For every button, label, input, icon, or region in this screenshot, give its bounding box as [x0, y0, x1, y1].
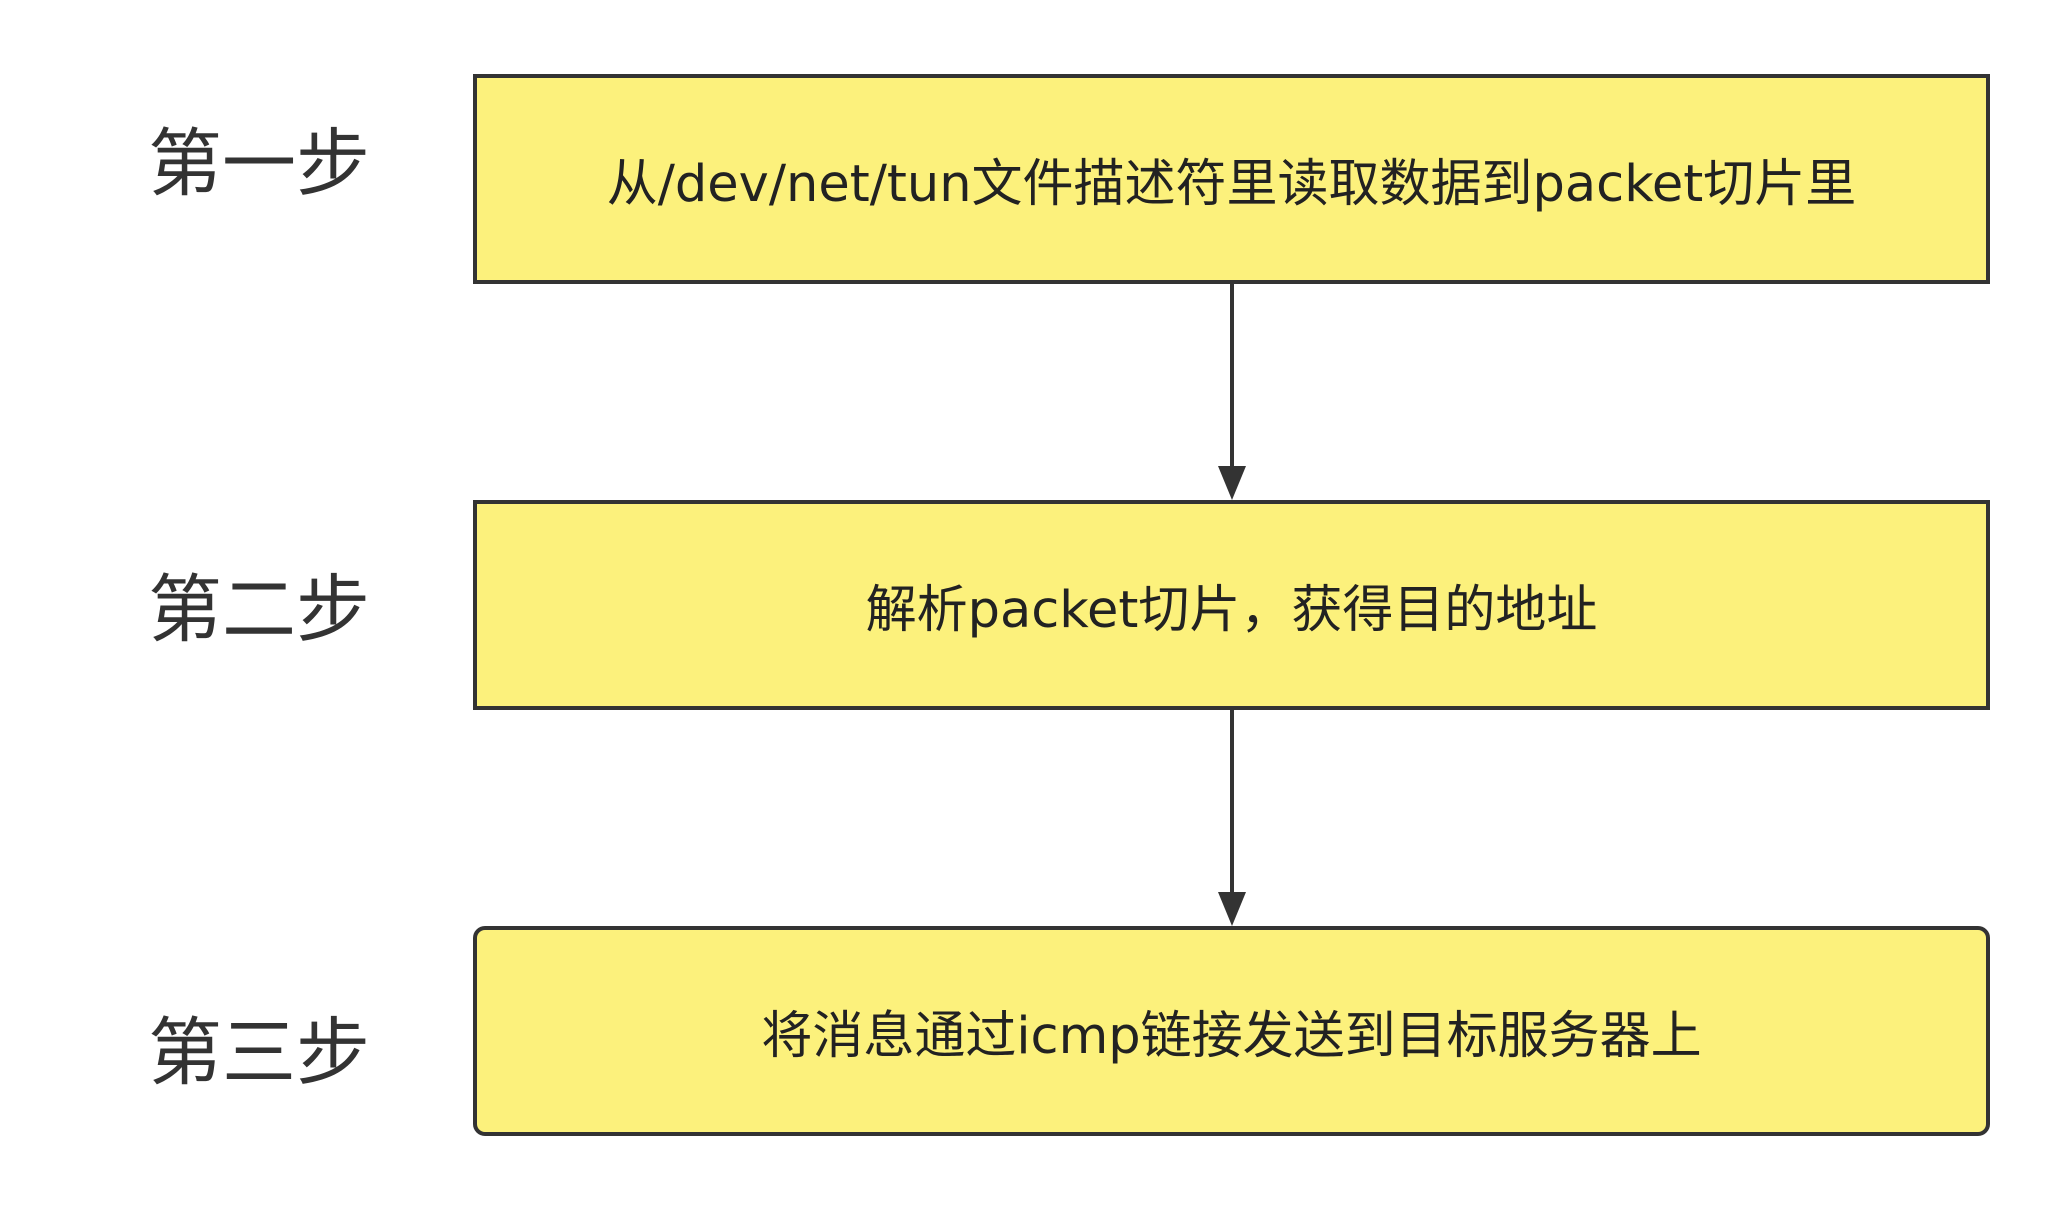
arrow-step2-to-step3 — [1218, 710, 1246, 926]
step-1-text: 从/dev/net/tun文件描述符里读取数据到packet切片里 — [606, 155, 1857, 214]
arrow-step1-to-step2 — [1218, 284, 1246, 500]
step-1-label: 第一步 — [148, 121, 370, 207]
arrow-head-icon — [1218, 892, 1246, 926]
step-3-box: 将消息通过icmp链接发送到目标服务器上 — [473, 926, 1990, 1136]
step-2-box: 解析packet切片，获得目的地址 — [473, 500, 1990, 710]
step-3-text: 将消息通过icmp链接发送到目标服务器上 — [761, 1007, 1702, 1066]
step-3-label: 第三步 — [148, 1010, 370, 1096]
step-2-text: 解析packet切片，获得目的地址 — [865, 581, 1598, 640]
step-2-label: 第二步 — [148, 567, 370, 653]
step-1-box: 从/dev/net/tun文件描述符里读取数据到packet切片里 — [473, 74, 1990, 284]
arrow-head-icon — [1218, 466, 1246, 500]
